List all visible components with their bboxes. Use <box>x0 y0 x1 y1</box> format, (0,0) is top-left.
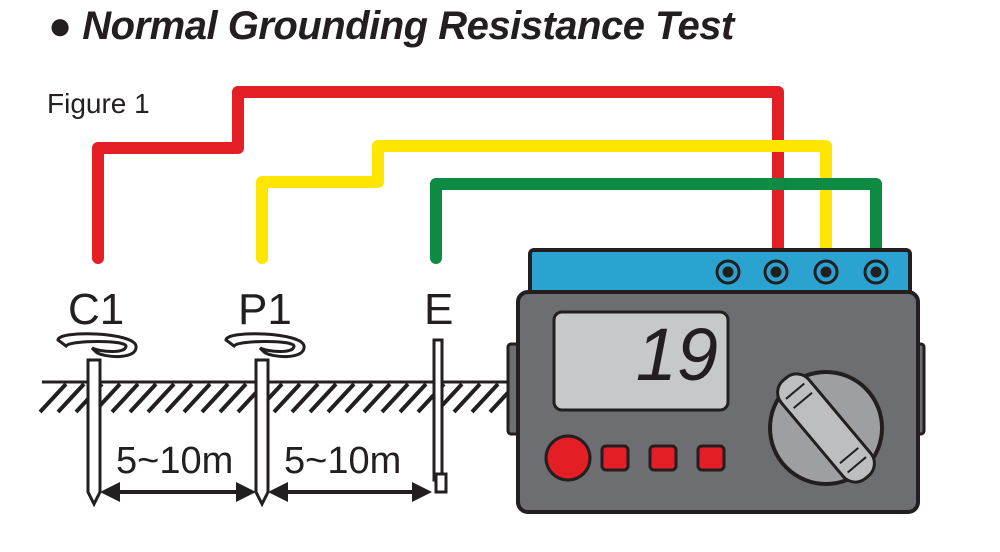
grounding-tester <box>506 248 926 514</box>
c1-label: C1 <box>68 285 125 334</box>
e-label: E <box>424 285 454 334</box>
diagram-title: ● Normal Grounding Resistance Test <box>48 4 734 48</box>
p1-probe <box>224 332 306 508</box>
yellow-wire <box>256 140 832 264</box>
function-button-2 <box>648 444 678 472</box>
distance-p1-e: 5~10m <box>284 440 402 482</box>
red-wire <box>92 86 784 264</box>
figure-label: Figure 1 <box>47 88 150 119</box>
distance-arrows <box>100 482 432 502</box>
distance-c1-p1: 5~10m <box>116 440 234 482</box>
p1-label: P1 <box>238 285 292 334</box>
lcd-reading: 19 <box>635 313 718 396</box>
green-wire <box>430 178 882 264</box>
rotary-dial <box>768 370 884 486</box>
lcd-display <box>552 310 730 412</box>
function-button-3 <box>696 444 726 472</box>
function-button-1 <box>600 444 630 472</box>
ground-surface <box>38 380 520 414</box>
c1-probe <box>56 332 138 508</box>
e-electrode <box>432 338 448 494</box>
terminal-jacks <box>715 259 889 285</box>
power-button <box>544 434 592 482</box>
